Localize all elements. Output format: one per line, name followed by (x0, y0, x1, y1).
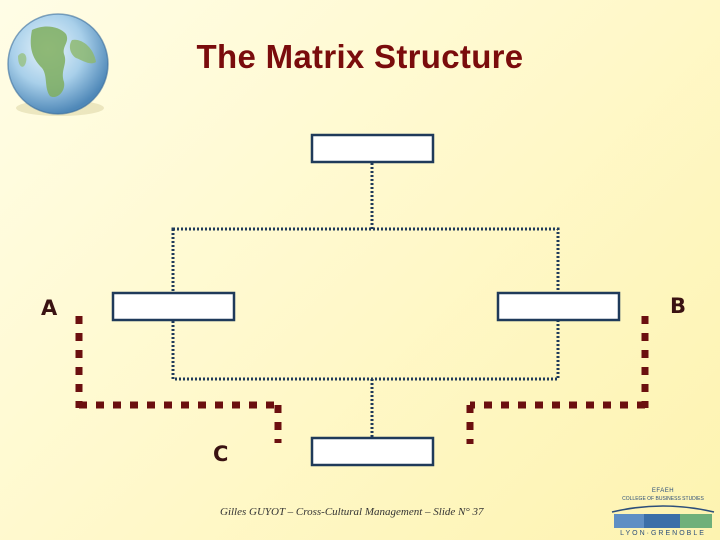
school-logo: EFAEH COLLEGE OF BUSINESS STUDIES LYON·G… (610, 487, 716, 539)
right-box (496, 291, 621, 322)
globe-icon (7, 13, 109, 116)
label-c: C (213, 442, 229, 466)
logo-line-1: EFAEH (651, 488, 675, 494)
left-box (111, 291, 236, 322)
slide-title: The Matrix Structure (196, 38, 524, 75)
slide-footer: Gilles GUYOT – Cross-Cultural Management… (220, 506, 484, 518)
top-box (310, 133, 435, 164)
bottom-box (310, 436, 435, 467)
logo-line-3: LYON·GRENOBLE (620, 530, 706, 537)
label-b: B (670, 294, 687, 318)
label-a: A (41, 296, 58, 320)
logo-emblem (611, 505, 715, 528)
logo-line-2: COLLEGE OF BUSINESS STUDIES (622, 496, 704, 502)
